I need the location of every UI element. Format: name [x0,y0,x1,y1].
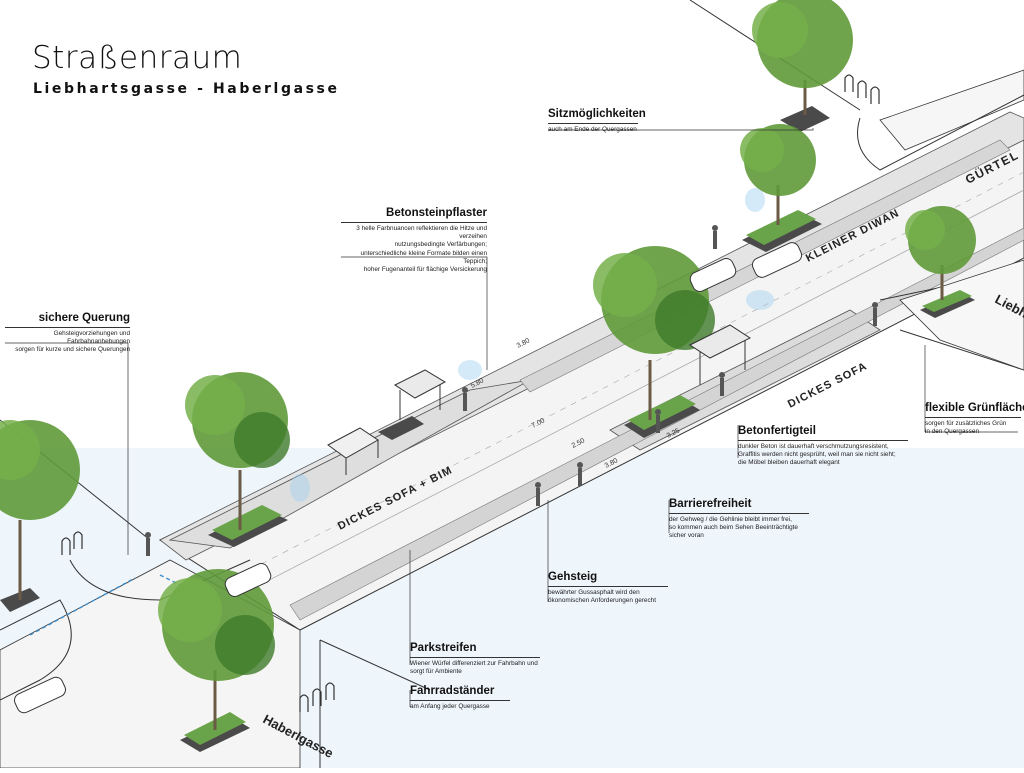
annotation-line: nutzungsbedingte Verfärbungen; [341,241,487,249]
page-title: Straßenraum [32,40,242,76]
annotation-text: sorgen für zusätzliches Grün in den Quer… [925,417,1021,436]
annotation-line: sorgen für zusätzliches Grün [925,420,1021,428]
annotation-line: ökonomischen Anforderungen gerecht [548,597,668,605]
annotation-line: der Gehweg / die Gehlinie bleibt immer f… [669,516,809,524]
annotation-flexible-gruenflaechen: flexible Grünflächen sorgen für zusätzli… [925,401,1021,436]
annotation-text: auch am Ende der Quergassen [548,123,638,134]
annotation-gehsteig: Gehsteig bewährter Gussasphalt wird den … [548,570,668,605]
annotation-betonfertigteil: Betonfertigteil dunkler Beton ist dauerh… [738,424,908,468]
annotation-betonsteinpflaster: Betonsteinpflaster 3 helle Farbnuancen r… [341,206,487,274]
annotation-line: Graffitis werden nicht gesprüht, weil ma… [738,451,908,459]
dim-label: 3.80 [516,337,531,349]
annotation-line: unterschiedliche kleine Formate bilden e… [341,250,487,266]
annotation-text: am Anfang jeder Quergasse [410,700,510,711]
annotation-text: dunkler Beton ist dauerhaft verschmutzun… [738,440,908,468]
annotation-line: Wiener Würfel differenziert zur Fahrbahn… [410,660,540,668]
annotation-line: sicher voran [669,532,809,540]
annotation-sichere-querung: sichere Querung Gehsteigvorziehungen und… [5,311,130,355]
annotation-line: Gehsteigvorziehungen und Fahrbahnanhebun… [5,330,130,346]
annotation-sitzmoeglichkeiten: Sitzmöglichkeiten auch am Ende der Querg… [548,107,638,134]
annotation-text: bewährter Gussasphalt wird den ökonomisc… [548,586,668,605]
annotation-heading: Barrierefreiheit [669,497,809,511]
annotation-line: in den Quergassen [925,428,1021,436]
annotation-line: die Möbel bleiben dauerhaft elegant [738,459,908,467]
annotation-parkstreifen: Parkstreifen Wiener Würfel differenziert… [410,641,540,676]
annotation-heading: Betonsteinpflaster [341,206,487,220]
tree [752,0,853,115]
annotation-text: 3 helle Farbnuancen reflektieren die Hit… [341,222,487,274]
annotation-text: Wiener Würfel differenziert zur Fahrbahn… [410,657,540,676]
annotation-heading: Fahrradständer [410,684,510,698]
annotation-line: hoher Fugenanteil für flächige Versicker… [341,266,487,274]
annotation-line: so kommen auch beim Sehen Beeinträchtigt… [669,524,809,532]
annotation-barrierefreiheit: Barrierefreiheit der Gehweg / die Gehlin… [669,497,809,541]
annotation-heading: Sitzmöglichkeiten [548,107,638,121]
annotation-line: sorgen für kurze und sichere Querungen [5,346,130,354]
annotation-fahrradstaender: Fahrradständer am Anfang jeder Quergasse [410,684,510,711]
annotation-heading: flexible Grünflächen [925,401,1021,415]
annotation-line: sorgt für Ambiente [410,668,540,676]
annotation-line: dunkler Beton ist dauerhaft verschmutzun… [738,443,908,451]
annotation-heading: Parkstreifen [410,641,540,655]
annotation-heading: Gehsteig [548,570,668,584]
annotation-line: bewährter Gussasphalt wird den [548,589,668,597]
annotation-text: der Gehweg / die Gehlinie bleibt immer f… [669,513,809,541]
annotation-heading: Betonfertigteil [738,424,908,438]
annotation-heading: sichere Querung [5,311,130,325]
pergola [395,370,445,398]
page-subtitle: Liebhartsgasse - Haberlgasse [33,81,340,97]
annotation-line: 3 helle Farbnuancen reflektieren die Hit… [341,225,487,241]
annotation-text: Gehsteigvorziehungen und Fahrbahnanhebun… [5,327,130,355]
